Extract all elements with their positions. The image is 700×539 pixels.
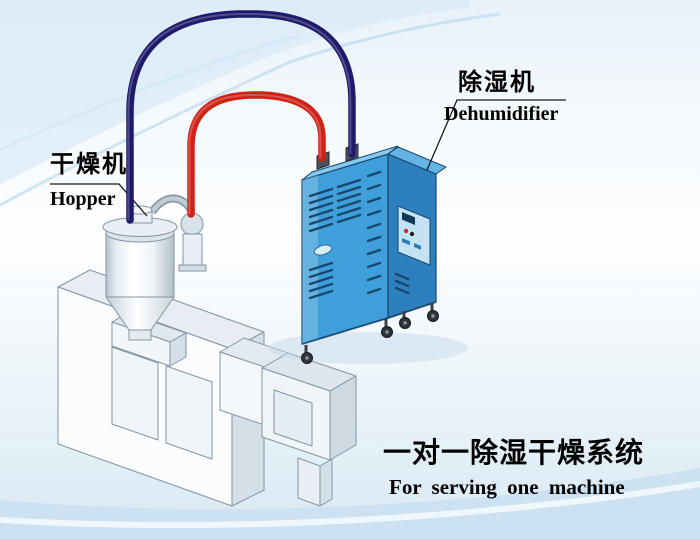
dehumidifier-unit	[268, 143, 468, 364]
vent-grille-top	[308, 178, 362, 233]
caption-en: For serving one machine	[389, 475, 625, 499]
brand-oval-badge	[313, 244, 333, 256]
panel-display	[402, 212, 415, 225]
dehumidifier-label-en: Dehumidifier	[444, 103, 559, 125]
caption-cn: 一对一除湿干燥系统	[383, 437, 645, 468]
control-panel	[397, 205, 431, 266]
dehumidifier-shadow	[268, 332, 468, 364]
vent-side-lower	[394, 272, 410, 295]
machine-door-panel	[111, 346, 159, 441]
vent-grille-bottom	[308, 261, 334, 300]
return-air-hose	[126, 10, 356, 224]
dehumidifier-leader-line	[426, 99, 566, 171]
indicator-light-red	[403, 228, 409, 234]
dehumidifier-label-cn: 除湿机	[458, 69, 536, 96]
hose-highlights	[127, 13, 352, 220]
panel-button	[414, 243, 421, 250]
panel-button	[402, 238, 410, 246]
hopper-label-cn: 干燥机	[50, 151, 128, 178]
dehumidifier-top-face	[301, 145, 399, 181]
machine-door-panel	[165, 365, 213, 460]
supply-air-hose	[187, 91, 326, 218]
hopper-dryer	[102, 194, 196, 341]
hopper-label-en: Hopper	[50, 188, 116, 210]
caster-wheels	[301, 303, 439, 364]
vent-strip-right	[366, 170, 382, 295]
blower-unit	[178, 212, 207, 272]
hopper-leader-line	[50, 183, 148, 217]
indicator-light-dark	[409, 231, 415, 237]
